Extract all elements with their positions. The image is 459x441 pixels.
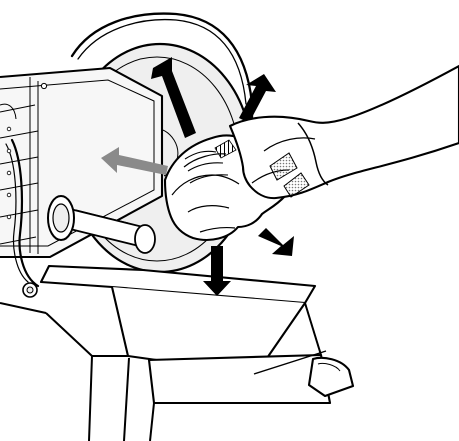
- arrow-icon: [239, 74, 276, 123]
- slicer-base: [0, 266, 353, 441]
- arrow-icon: [258, 228, 294, 256]
